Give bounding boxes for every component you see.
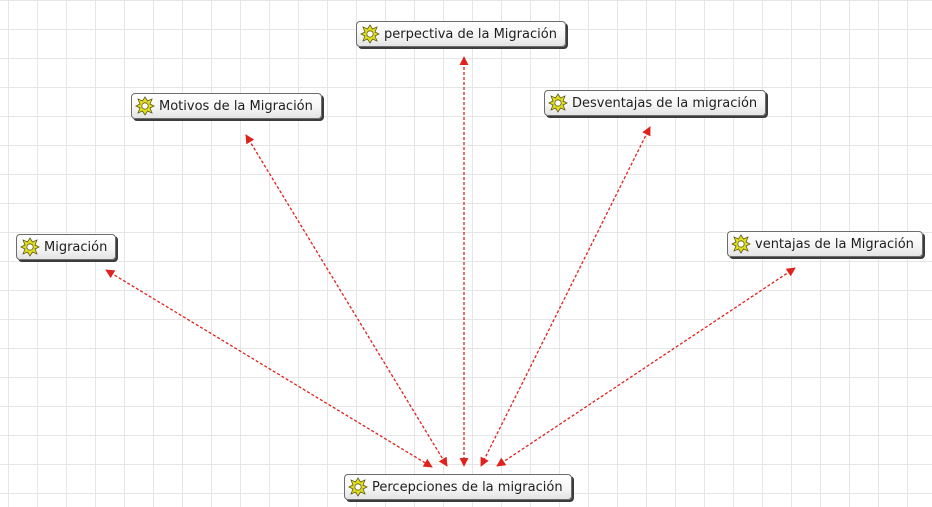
- node-label: Desventajas de la migración: [572, 95, 758, 111]
- link-motivos-percepciones: [245, 134, 448, 467]
- code-family-icon: [360, 24, 380, 44]
- node-migracion[interactable]: Migración: [16, 234, 117, 260]
- node-motivos[interactable]: Motivos de la Migración: [131, 93, 322, 119]
- node-percepciones[interactable]: Percepciones de la migración: [344, 474, 572, 500]
- node-label: Motivos de la Migración: [159, 98, 313, 114]
- node-ventajas[interactable]: ventajas de la Migración: [727, 231, 923, 257]
- node-label: ventajas de la Migración: [755, 236, 914, 252]
- link-ventajas-percepciones: [496, 267, 796, 467]
- code-family-icon: [348, 477, 368, 497]
- node-label: Percepciones de la migración: [372, 479, 563, 495]
- node-label: Migración: [44, 239, 108, 255]
- node-perpectiva[interactable]: perpectiva de la Migración: [356, 21, 566, 47]
- link-desventajas-percepciones: [480, 126, 651, 467]
- code-family-icon: [548, 93, 568, 113]
- code-family-icon: [731, 234, 751, 254]
- node-label: perpectiva de la Migración: [384, 26, 557, 42]
- code-family-icon: [135, 96, 155, 116]
- code-family-icon: [20, 237, 40, 257]
- link-migracion-percepciones: [105, 269, 433, 468]
- node-desventajas[interactable]: Desventajas de la migración: [544, 90, 767, 116]
